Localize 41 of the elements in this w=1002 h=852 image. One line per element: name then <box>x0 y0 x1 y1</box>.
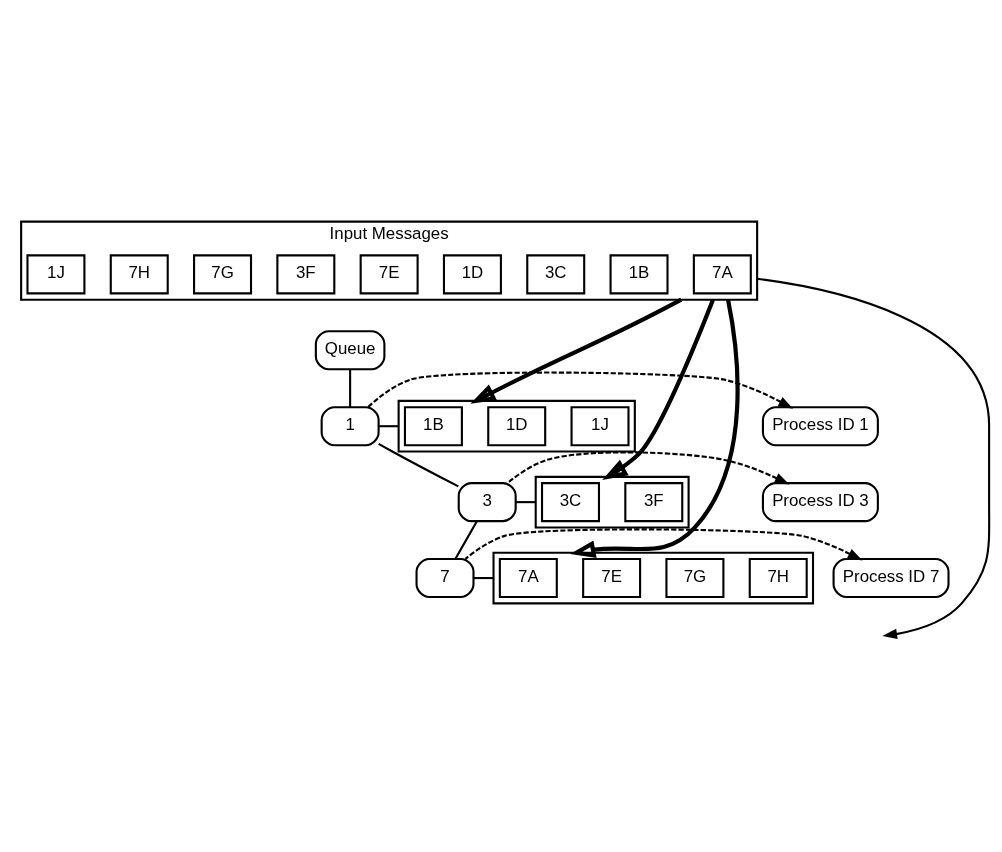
node-box: Queue <box>314 330 386 371</box>
node-box: 1B <box>403 406 463 447</box>
connector <box>515 501 536 504</box>
node-box: 7A <box>692 254 752 295</box>
node-box: 3C <box>526 254 586 295</box>
connector <box>349 369 352 408</box>
node-box: 7E <box>359 254 419 295</box>
connector <box>454 520 478 560</box>
node-box: 1D <box>487 406 547 447</box>
arrow <box>602 298 715 480</box>
arrow <box>506 451 790 485</box>
connector <box>473 577 494 580</box>
node-box: 1B <box>609 254 669 295</box>
node-box: 7H <box>109 254 169 295</box>
node-box: 7H <box>748 558 808 599</box>
node-box: 1J <box>26 254 86 295</box>
arrow <box>367 371 794 409</box>
node-box: 3C <box>540 482 601 523</box>
cluster <box>492 551 815 605</box>
node-box: Process ID 3 <box>761 482 879 523</box>
node-box: 1 <box>320 406 380 447</box>
node-box: 3F <box>276 254 336 295</box>
arrow <box>570 299 740 559</box>
connector <box>378 425 399 428</box>
node-box: 1D <box>442 254 502 295</box>
node-box: 3 <box>457 482 517 523</box>
node-box: 1J <box>570 406 630 447</box>
connector <box>378 442 459 488</box>
node-box: 7A <box>498 558 558 599</box>
node-box: 3F <box>624 482 684 523</box>
node-box: 7G <box>665 558 725 599</box>
arrow <box>464 528 863 561</box>
node-box: Process ID 1 <box>761 406 879 447</box>
arrow <box>757 277 991 640</box>
node-box: 7G <box>193 254 253 295</box>
arrow <box>470 297 683 404</box>
node-box: 7E <box>582 558 642 599</box>
cluster <box>397 399 636 453</box>
node-box: Process ID 7 <box>832 558 950 599</box>
node-box: 7 <box>415 558 475 599</box>
cluster <box>534 475 690 529</box>
